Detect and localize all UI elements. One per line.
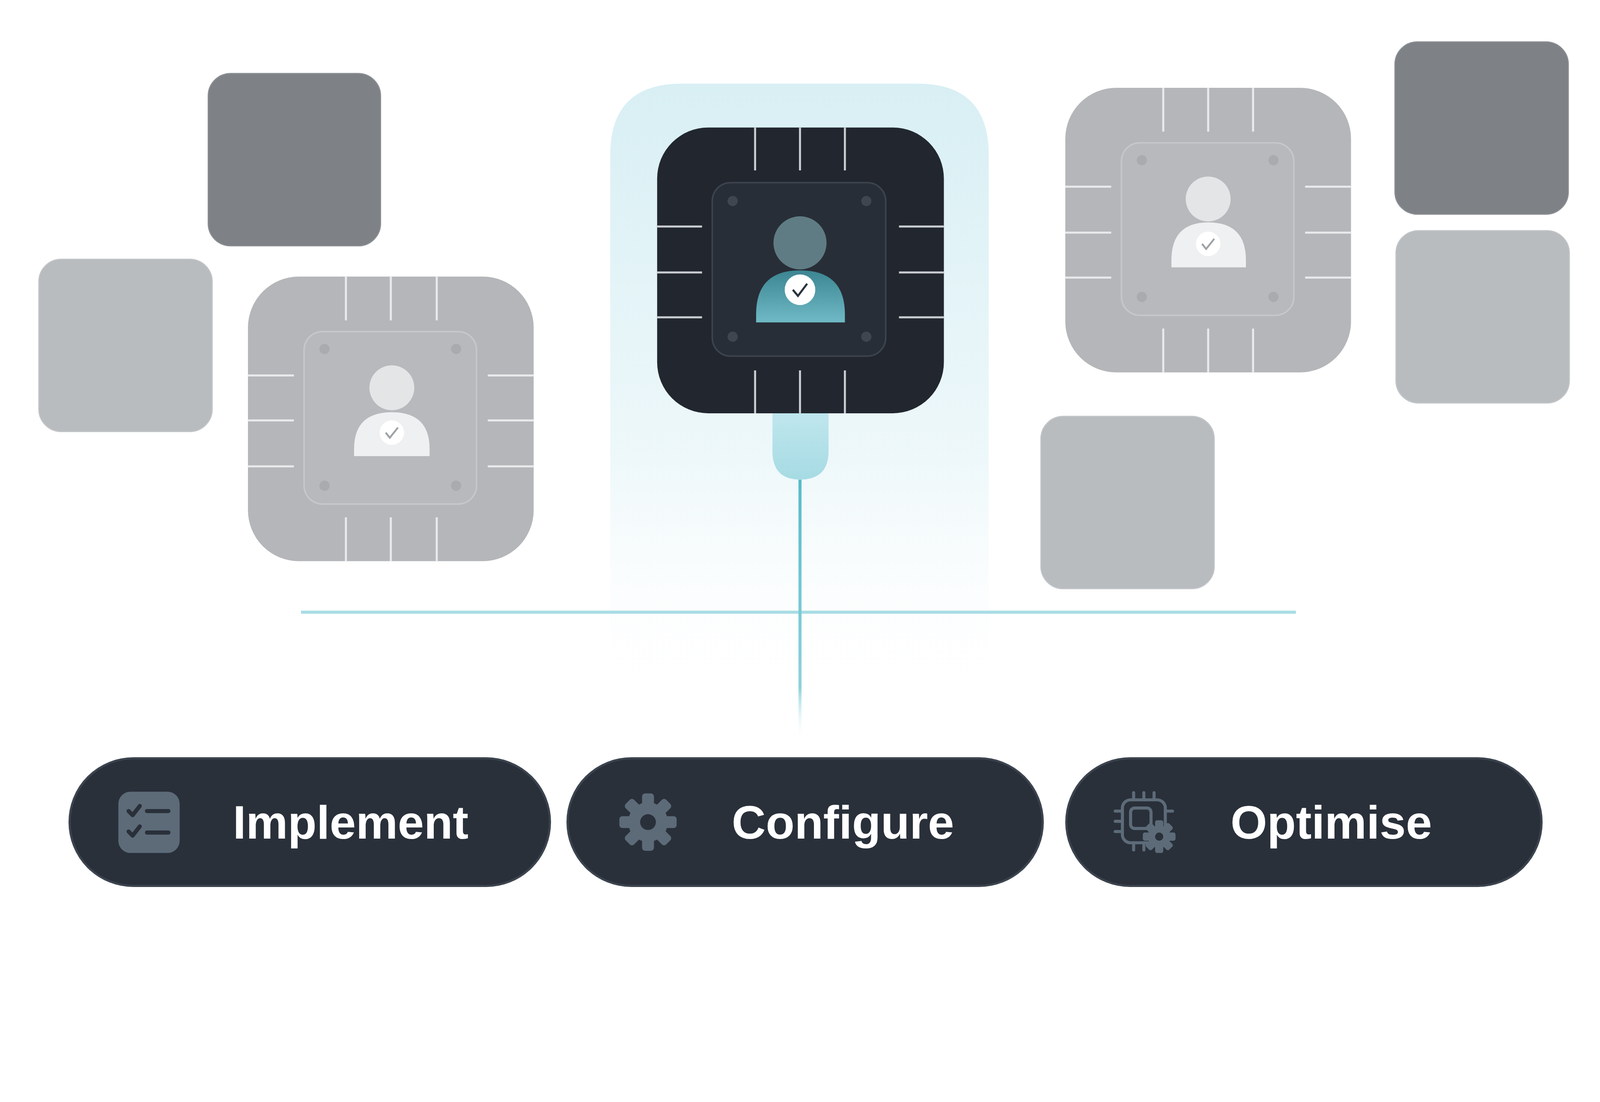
step-icon — [1113, 790, 1177, 854]
step-label: Optimise — [1230, 798, 1433, 846]
step-label: Implement — [232, 798, 469, 846]
step-label: Configure — [731, 798, 954, 846]
step-icon — [117, 790, 181, 854]
step-pill: Configure — [566, 756, 1044, 887]
step-pill: Optimise — [1065, 756, 1543, 887]
step-icon — [617, 791, 679, 853]
step-pill: Implement — [68, 756, 552, 887]
